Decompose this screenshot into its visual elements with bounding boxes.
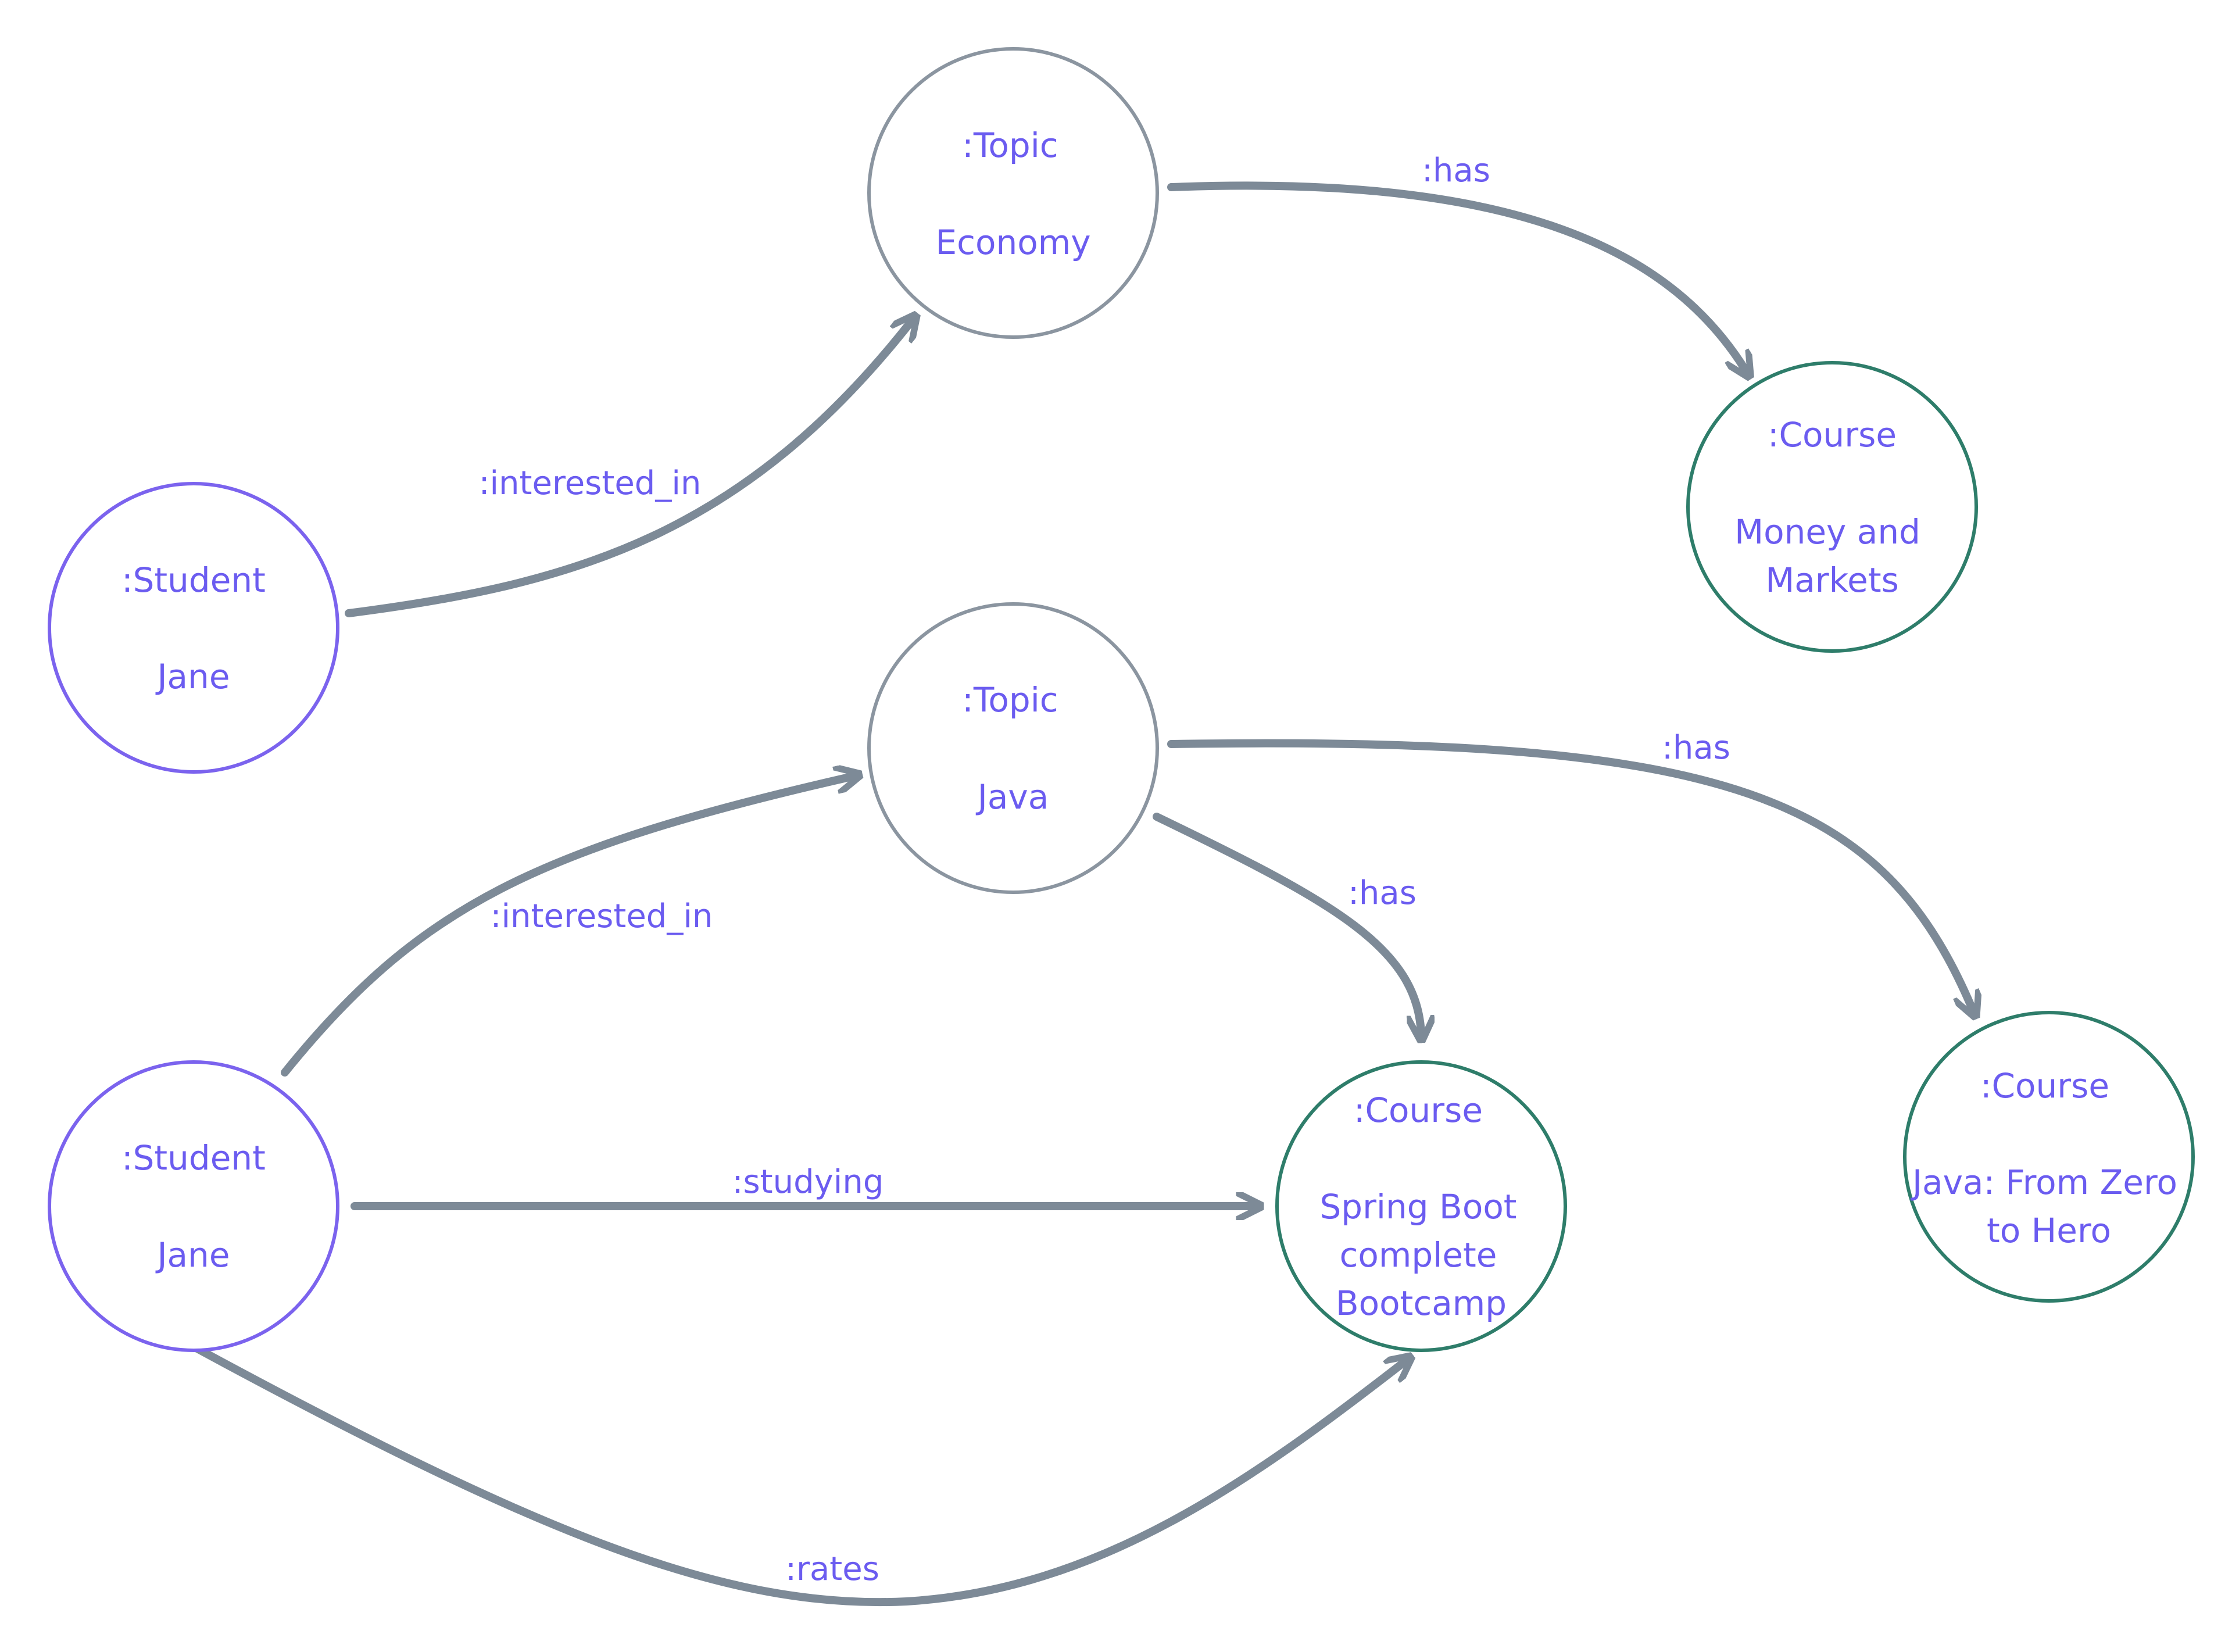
node-topic-economy[interactable]: :Topic Economy — [867, 47, 1159, 339]
node-course-money[interactable]: :Course Money and Markets — [1686, 361, 1978, 653]
edge-rates[interactable] — [188, 1342, 1407, 1607]
edge-label-bottom-interested-in: :interested_in — [491, 897, 713, 935]
node-course-java-zero[interactable]: :Course Java: From Zero to Hero — [1903, 1011, 2195, 1303]
topic-economy-circle — [867, 47, 1159, 339]
student-top-type: :Student — [121, 560, 266, 600]
topic-economy-name: Economy — [935, 223, 1090, 262]
edge-bottom-interested-in[interactable] — [281, 776, 854, 1077]
node-student-bottom[interactable]: :Student Jane — [48, 1060, 339, 1352]
topic-java-type: :Topic — [962, 680, 1058, 720]
course-java-zero-name-line2: to Hero — [1987, 1211, 2111, 1250]
course-spring-name-line3: Bootcamp — [1336, 1283, 1507, 1323]
course-spring-type: :Course — [1354, 1090, 1483, 1130]
student-bottom-type: :Student — [121, 1138, 266, 1178]
edge-label-rates: :rates — [785, 1550, 879, 1588]
edge-label-studying: :studying — [732, 1163, 884, 1201]
course-money-type: :Course — [1768, 415, 1897, 455]
edge-label-java-has-spring: :has — [1348, 874, 1417, 912]
course-java-zero-circle — [1903, 1011, 2195, 1303]
course-money-name-line2: Markets — [1765, 560, 1899, 600]
node-course-spring[interactable]: :Course Spring Boot complete Bootcamp — [1275, 1060, 1567, 1352]
topic-java-name: Java — [976, 777, 1049, 817]
edge-label-java-has-zero: :has — [1662, 729, 1730, 767]
course-java-zero-name-line1: Java: From Zero — [1911, 1163, 2177, 1202]
edge-economy-has[interactable] — [1167, 181, 1747, 372]
edge-top-interested-in[interactable] — [345, 320, 913, 617]
course-spring-name-line1: Spring Boot — [1319, 1187, 1516, 1227]
course-java-zero-type: :Course — [1980, 1066, 2109, 1106]
node-topic-java[interactable]: :Topic Java — [867, 602, 1159, 894]
course-spring-circle — [1275, 1060, 1567, 1352]
course-money-circle — [1686, 361, 1978, 653]
edge-label-top-interested-in: :interested_in — [479, 464, 702, 502]
student-bottom-circle — [48, 1060, 339, 1352]
course-money-name-line1: Money and — [1734, 512, 1920, 552]
node-student-top[interactable]: :Student Jane — [48, 482, 339, 774]
edge-label-economy-has: :has — [1422, 152, 1490, 189]
topic-economy-type: :Topic — [962, 126, 1058, 165]
student-top-circle — [48, 482, 339, 774]
edge-java-has-zero[interactable] — [1167, 739, 1973, 1011]
course-spring-name-line2: complete — [1340, 1235, 1497, 1275]
edge-java-has-spring[interactable] — [1153, 813, 1421, 1035]
topic-java-circle — [867, 602, 1159, 894]
student-bottom-name: Jane — [155, 1235, 230, 1275]
student-top-name: Jane — [155, 657, 230, 696]
edge-labels: :interested_in :has :interested_in :has … — [479, 152, 1730, 1588]
edges — [188, 181, 1973, 1607]
